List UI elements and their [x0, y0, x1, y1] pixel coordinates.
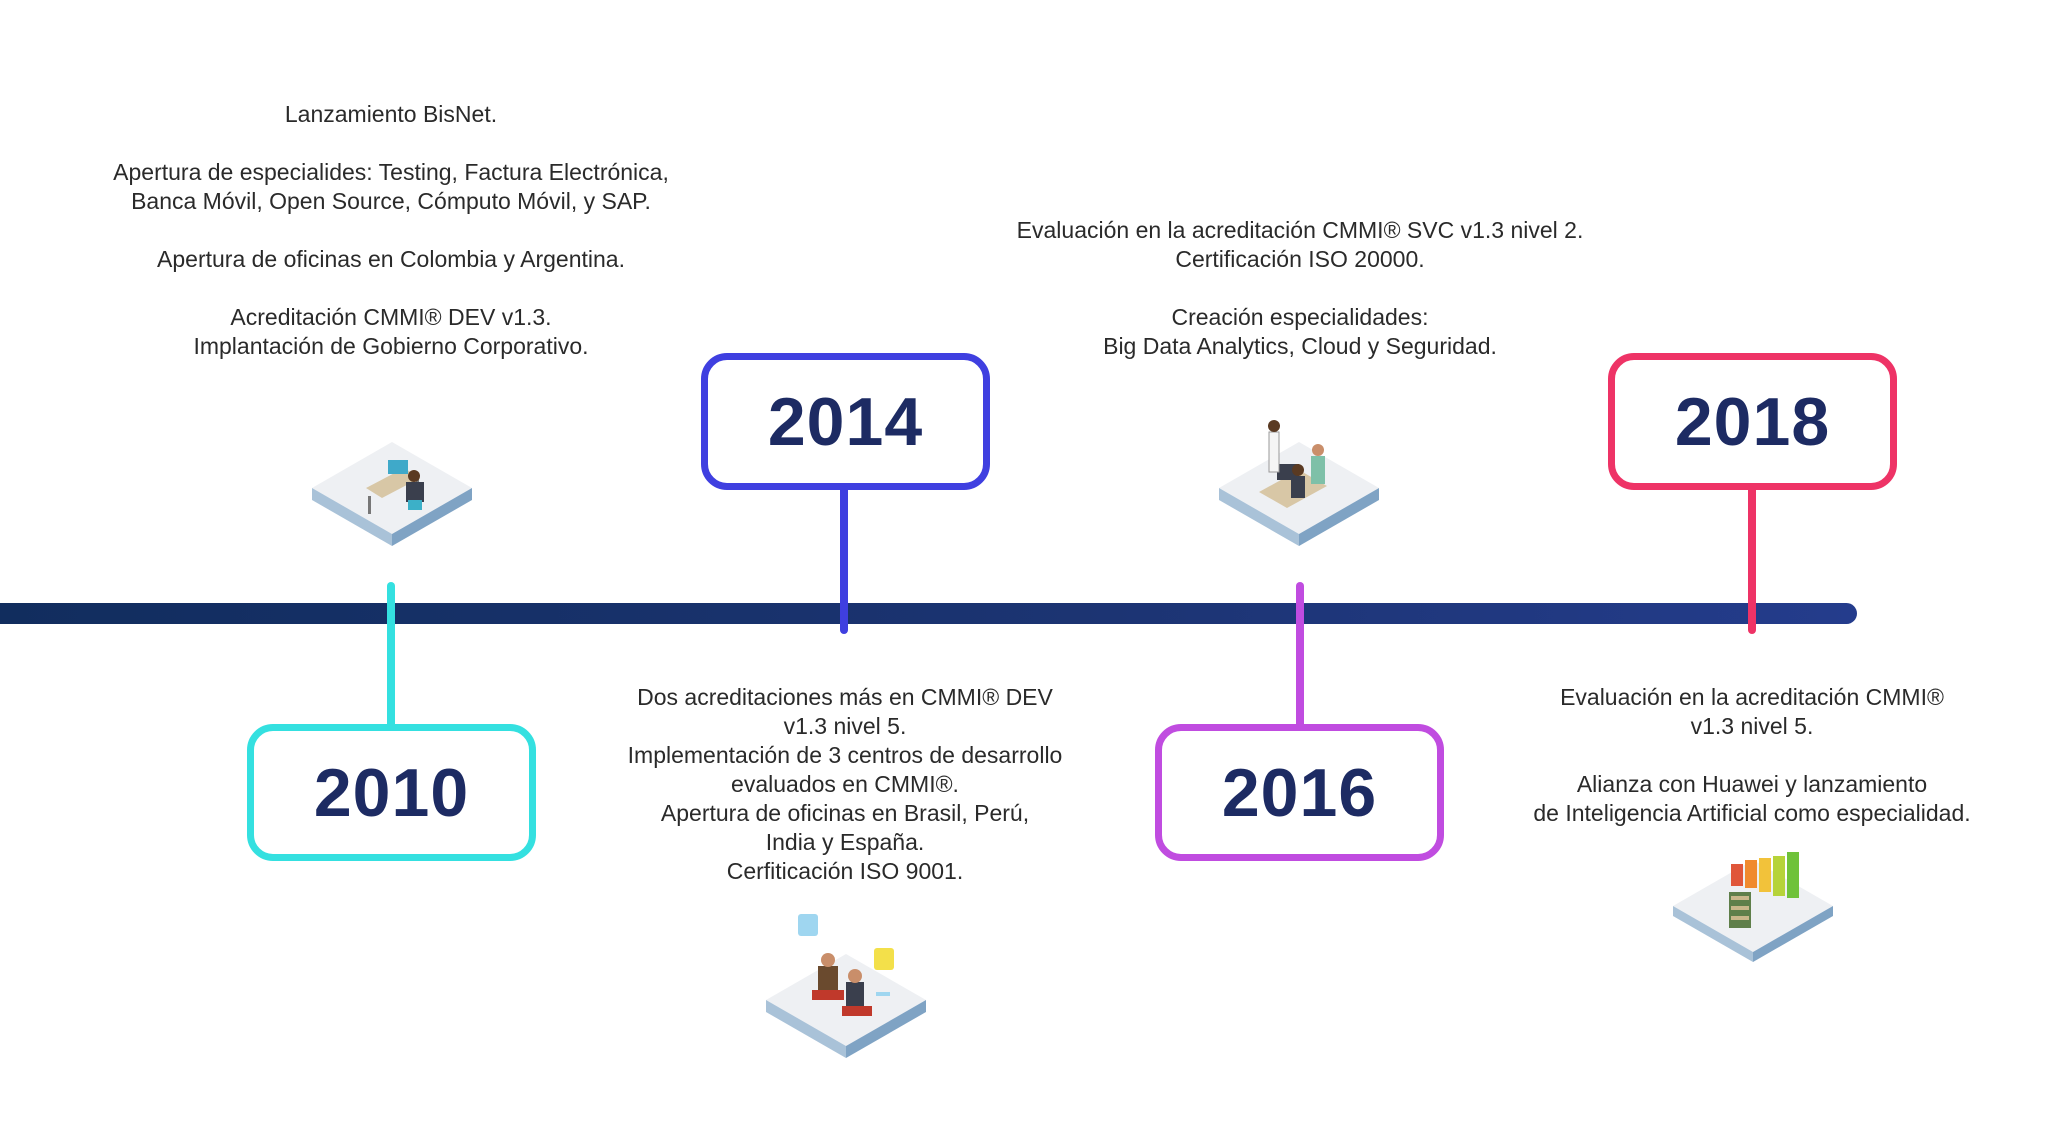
team-at-computer-icon [1219, 420, 1379, 546]
timeline-axis [0, 603, 1857, 624]
year-box-2016: 2016 [1155, 724, 1444, 861]
milestone-2014-description: Dos acreditaciones más en CMMI® DEV v1.3… [580, 683, 1110, 886]
stem-2016 [1296, 582, 1304, 732]
description-line: Certificación ISO 20000. [1175, 246, 1425, 272]
person-at-desk-icon [312, 442, 472, 546]
milestone-2010-description: Lanzamiento BisNet. Apertura de especial… [86, 100, 696, 361]
description-line: Banca Móvil, Open Source, Cómputo Móvil,… [131, 188, 651, 214]
description-line: v1.3 nivel 5. [783, 713, 907, 739]
year-label: 2010 [313, 754, 470, 831]
description-line: Implantación de Gobierno Corporativo. [193, 333, 589, 359]
milestone-2018-description: Evaluación en la acreditación CMMI® v1.3… [1462, 683, 2042, 828]
stem-2014 [840, 486, 848, 634]
meeting-chat-icon [766, 914, 926, 1058]
description-line: Dos acreditaciones más en CMMI® DEV [637, 684, 1053, 710]
description-line: India y España. [765, 829, 925, 855]
description-line: Acreditación CMMI® DEV v1.3. [230, 304, 552, 330]
description-line: Lanzamiento BisNet. [284, 101, 498, 127]
description-line: Apertura de oficinas en Brasil, Perú, [660, 800, 1030, 826]
year-box-2010: 2010 [247, 724, 536, 861]
year-box-2018: 2018 [1608, 353, 1897, 490]
description-line: evaluados en CMMI®. [731, 771, 959, 797]
description-line: de Inteligencia Artificial como especial… [1533, 800, 1971, 826]
year-label: 2014 [767, 383, 924, 460]
description-line: Apertura de oficinas en Colombia y Argen… [157, 246, 625, 272]
money-growth-chart-icon [1673, 852, 1833, 962]
description-line: v1.3 nivel 5. [1690, 713, 1814, 739]
year-box-2014: 2014 [701, 353, 990, 490]
milestone-2016-description: Evaluación en la acreditación CMMI® SVC … [980, 216, 1620, 361]
description-line: Apertura de especialides: Testing, Factu… [113, 159, 669, 185]
description-line: Cerfiticación ISO 9001. [726, 858, 964, 884]
year-label: 2018 [1674, 383, 1831, 460]
description-line: Implementación de 3 centros de desarroll… [627, 742, 1063, 768]
description-line: Creación especialidades: [1171, 304, 1429, 330]
description-line: Evaluación en la acreditación CMMI® SVC … [1016, 217, 1584, 243]
year-label: 2016 [1221, 754, 1378, 831]
description-line: Evaluación en la acreditación CMMI® [1560, 684, 1944, 710]
stem-2010 [387, 582, 395, 732]
description-line: Alianza con Huawei y lanzamiento [1576, 771, 1928, 797]
stem-2018 [1748, 486, 1756, 634]
description-line: Big Data Analytics, Cloud y Seguridad. [1103, 333, 1497, 359]
